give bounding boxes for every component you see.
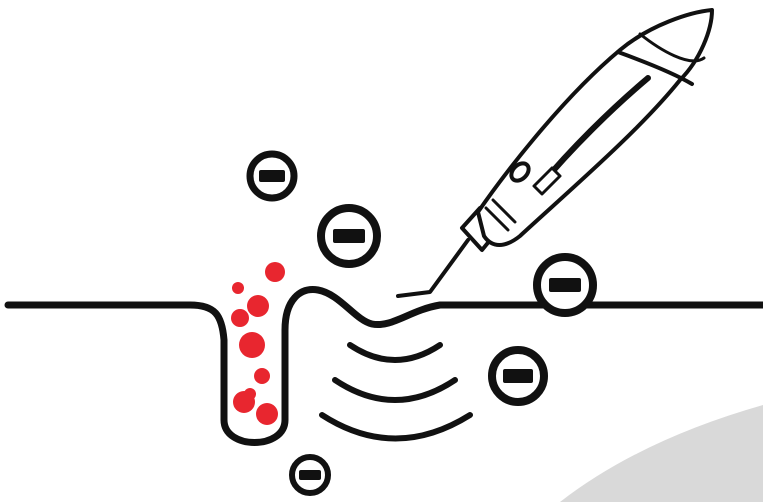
minus-circle-icon: [537, 257, 593, 313]
minus-circle-icon: [250, 154, 294, 198]
pen-device-icon: [398, 10, 712, 296]
particle: [232, 282, 244, 294]
particle: [244, 388, 256, 400]
particle: [265, 262, 285, 282]
minus-circle-icon: [292, 457, 328, 493]
particle: [247, 295, 269, 317]
particle-group: [231, 262, 285, 425]
corner-shape: [560, 405, 763, 502]
wave-arc: [335, 380, 455, 400]
particle: [254, 368, 270, 384]
minus-circle-icon: [321, 208, 377, 264]
pen-tip: [398, 240, 468, 296]
wave-arcs-icon: [322, 345, 470, 439]
wave-arc: [350, 345, 440, 360]
wave-arc: [322, 415, 470, 439]
minus-circle-icon: [492, 350, 544, 402]
particle: [231, 309, 249, 327]
particle: [256, 403, 278, 425]
skin-surface-line: [8, 290, 763, 443]
particle: [239, 332, 265, 358]
